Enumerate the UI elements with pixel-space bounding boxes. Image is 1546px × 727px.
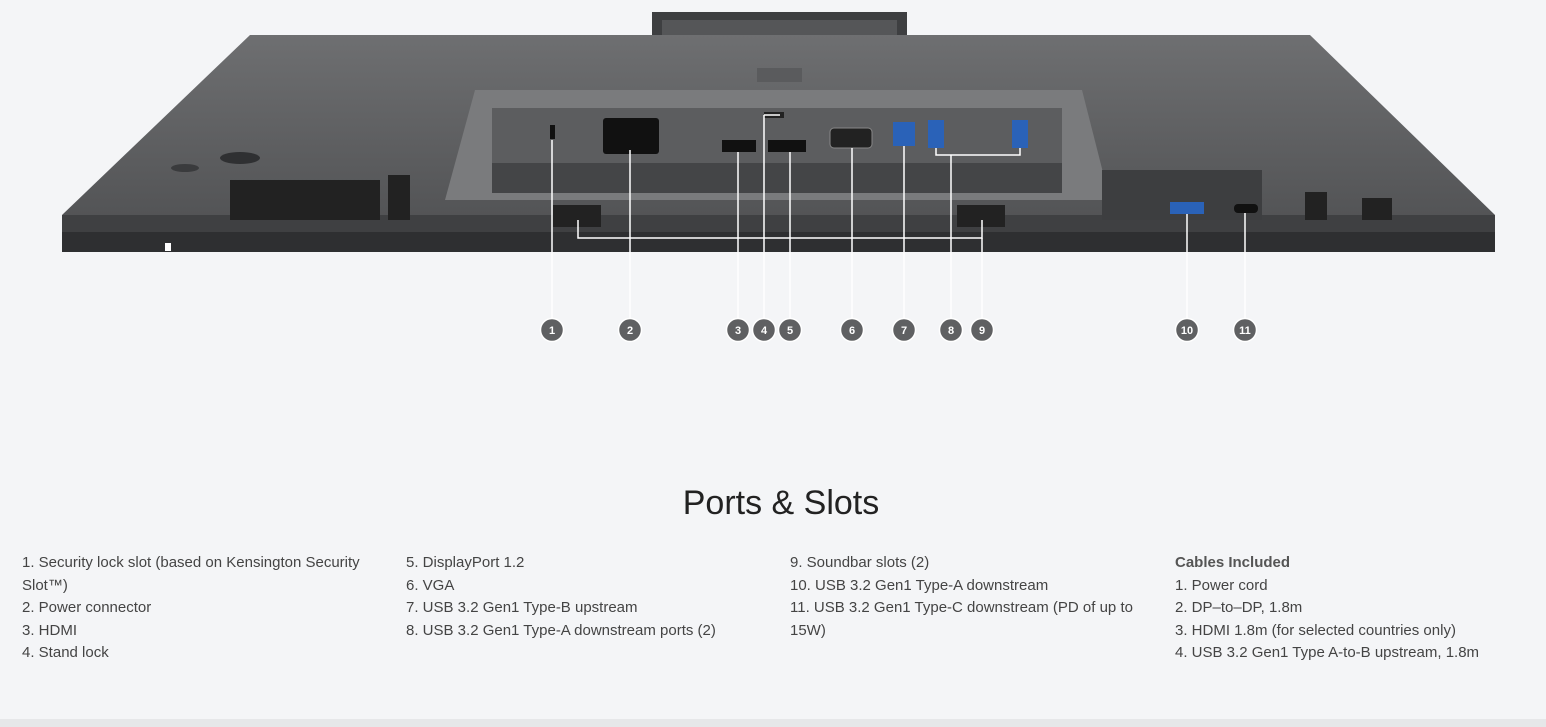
footer-strip bbox=[0, 719, 1546, 727]
usb-b-port bbox=[893, 122, 915, 146]
callout-circle bbox=[725, 317, 751, 343]
port-item: 3. HDMI bbox=[22, 621, 78, 639]
callout-number: 9 bbox=[979, 325, 985, 337]
callout-8: 8 bbox=[938, 317, 964, 343]
callout-number: 11 bbox=[1239, 325, 1251, 337]
power-connector bbox=[603, 118, 659, 154]
callout-circle bbox=[617, 317, 643, 343]
cable-item: 3. HDMI 1.8m (for selected countries onl… bbox=[1175, 621, 1456, 639]
callout-number: 10 bbox=[1181, 325, 1193, 337]
usb-a-port bbox=[928, 120, 944, 148]
callout-circle bbox=[839, 317, 865, 343]
callout-circle bbox=[1232, 317, 1258, 343]
port-item: 11. USB 3.2 Gen1 Type-C downstream (PD o… bbox=[790, 599, 1133, 639]
port-item: 1. Security lock slot (based on Kensingt… bbox=[22, 554, 360, 594]
soundbar-slot bbox=[553, 205, 601, 227]
port-item: 2. Power connector bbox=[22, 599, 152, 616]
vga-port bbox=[829, 127, 873, 149]
callout-5: 5 bbox=[777, 317, 803, 343]
callout-number: 6 bbox=[849, 325, 855, 337]
callout-circle bbox=[1174, 317, 1200, 343]
callout-number: 4 bbox=[761, 325, 768, 337]
callout-circle bbox=[777, 317, 803, 343]
soundbar-slot bbox=[957, 205, 1005, 227]
port-item: 5. DisplayPort 1.2 bbox=[406, 554, 525, 571]
callout-circle bbox=[539, 317, 565, 343]
cables-heading: Cables Included bbox=[1175, 554, 1291, 571]
vents bbox=[230, 175, 1392, 220]
hdmi-port bbox=[722, 140, 756, 152]
ports-list-col-2: 5. DisplayPort 1.2 6. VGA 7. USB 3.2 Gen… bbox=[406, 552, 776, 642]
cables-included: Cables Included 1. Power cord 2. DP–to–D… bbox=[1175, 552, 1545, 665]
callout-number: 1 bbox=[549, 325, 555, 337]
ports-list-col-1: 1. Security lock slot (based on Kensingt… bbox=[22, 552, 392, 665]
port-item: 9. Soundbar slots (2) bbox=[790, 554, 930, 571]
callout-number: 5 bbox=[787, 325, 793, 337]
callout-10: 10 bbox=[1174, 317, 1200, 343]
callout-number: 3 bbox=[735, 325, 741, 337]
callout-number: 2 bbox=[627, 325, 633, 337]
port-item: 8. USB 3.2 Gen1 Type-A downstream ports … bbox=[406, 621, 716, 639]
callout-circle bbox=[751, 317, 777, 343]
callout-7: 7 bbox=[891, 317, 917, 343]
cable-item: 2. DP–to–DP, 1.8m bbox=[1175, 599, 1303, 616]
callout-9: 9 bbox=[969, 317, 995, 343]
callout-number: 8 bbox=[948, 325, 954, 337]
usb-a-port bbox=[1012, 120, 1028, 148]
ports-list-col-3: 9. Soundbar slots (2) 10. USB 3.2 Gen1 T… bbox=[790, 552, 1135, 642]
callout-4: 4 bbox=[751, 317, 777, 343]
port-item: 4. Stand lock bbox=[22, 644, 109, 661]
callout-circle bbox=[938, 317, 964, 343]
callout-6: 6 bbox=[839, 317, 865, 343]
port-item: 7. USB 3.2 Gen1 Type-B upstream bbox=[406, 599, 638, 616]
port-item: 6. VGA bbox=[406, 576, 455, 594]
usb-a-side-port bbox=[1170, 202, 1204, 214]
cable-item: 1. Power cord bbox=[1175, 576, 1268, 594]
callout-2: 2 bbox=[617, 317, 643, 343]
page-title: Ports & Slots bbox=[682, 484, 880, 522]
monitor-rear-illustration: 1 2 3 4 5 6 7 8 9 10 11 bbox=[62, 12, 1495, 343]
displayport bbox=[768, 140, 806, 152]
callout-circle bbox=[969, 317, 995, 343]
callout-1: 1 bbox=[539, 317, 565, 343]
security-slot bbox=[550, 125, 555, 139]
usb-c-port bbox=[1234, 204, 1258, 213]
cable-item: 4. USB 3.2 Gen1 Type A-to-B upstream, 1.… bbox=[1175, 644, 1480, 661]
callout-3: 3 bbox=[725, 317, 751, 343]
port-item: 10. USB 3.2 Gen1 Type-A downstream bbox=[790, 576, 1049, 594]
callout-circle bbox=[891, 317, 917, 343]
callout-11: 11 bbox=[1232, 317, 1258, 343]
leader-lines bbox=[551, 114, 1246, 318]
callout-number: 7 bbox=[901, 325, 907, 337]
